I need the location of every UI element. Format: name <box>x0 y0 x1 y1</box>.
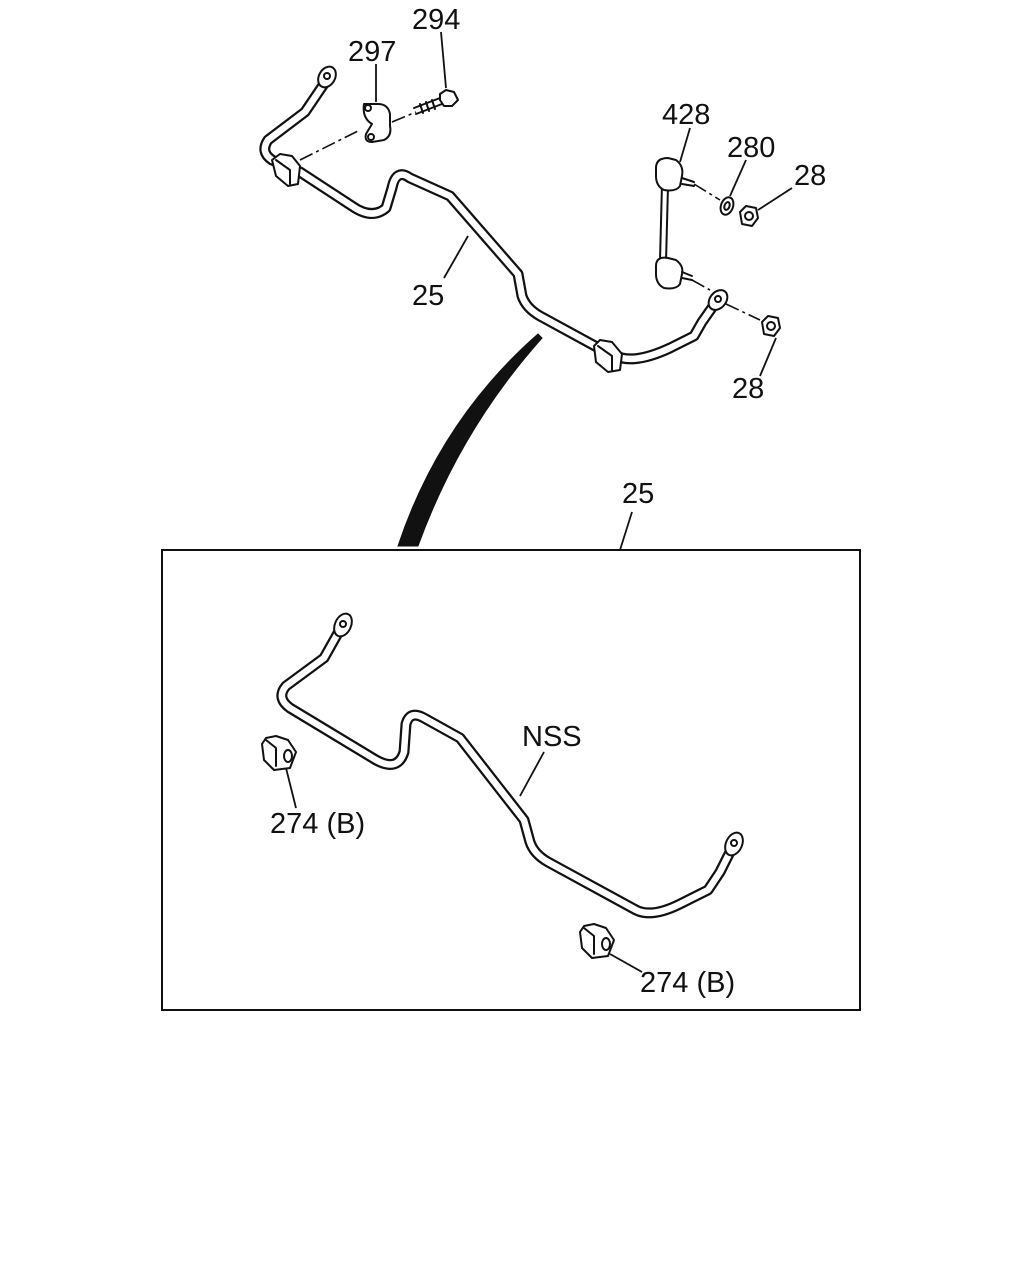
installation-line-bolt <box>391 111 417 123</box>
callout-274b-left: 274 (B) <box>270 808 365 840</box>
detail-box-leader <box>619 511 633 551</box>
bushing-274b-left <box>261 735 297 771</box>
bushing-274b-right <box>579 923 615 959</box>
stabilizer-bar-assembly <box>259 65 781 373</box>
stabilizer-bar-25 <box>259 65 729 365</box>
bracket-297 <box>362 103 392 143</box>
callout-280: 280 <box>727 132 775 164</box>
callout-428: 428 <box>662 99 710 131</box>
stabilizer-bar-nss <box>276 612 744 919</box>
link-428 <box>655 157 695 290</box>
callout-274b-right: 274 (B) <box>640 967 735 999</box>
callout-297: 297 <box>348 36 396 68</box>
installation-line-link-bottom <box>691 279 711 291</box>
callout-28-bottom: 28 <box>732 373 764 405</box>
callout-294: 294 <box>412 4 460 36</box>
nut-28-bottom <box>761 315 781 337</box>
callout-28-top: 28 <box>794 160 826 192</box>
callout-25-bar: 25 <box>412 280 444 312</box>
detail-arrow <box>397 333 543 547</box>
bar-bushing-right <box>593 339 623 373</box>
washer-280 <box>719 196 735 216</box>
installation-line-bracket <box>299 129 361 161</box>
detail-box <box>161 549 861 1011</box>
callout-leaders-detail <box>285 751 643 973</box>
installation-line-nut-bottom <box>725 303 761 321</box>
callout-25-detail: 25 <box>622 478 654 510</box>
bolt-294 <box>413 89 459 115</box>
bar-bushing-left <box>271 153 301 187</box>
installation-line-link-top <box>693 183 721 201</box>
callout-nss: NSS <box>522 721 582 753</box>
nut-28-top <box>739 205 759 227</box>
callout-leaders-upper <box>375 31 793 377</box>
